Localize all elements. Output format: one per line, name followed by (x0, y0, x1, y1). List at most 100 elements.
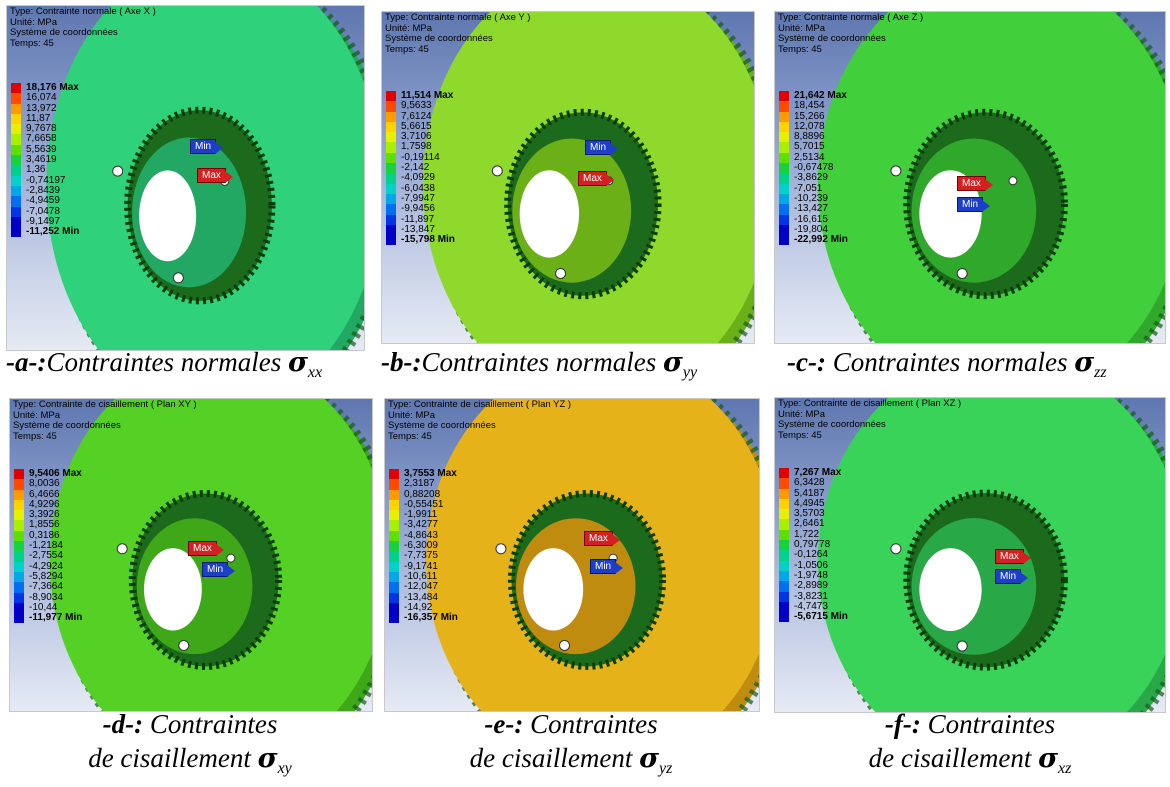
caption-text-2: de cisaillement (868, 743, 1039, 773)
legend-swatch (386, 163, 396, 174)
legend-row: -16,357 Min (389, 612, 458, 624)
legend-level: -4,8643 (404, 529, 438, 541)
legend-swatch (779, 509, 789, 520)
legend-row: -7,7375 (389, 551, 458, 562)
legend-row: -5,6715 Min (779, 611, 848, 623)
legend-level: -4,7473 (794, 600, 828, 612)
legend-min: -15,798 Min (401, 234, 455, 246)
legend-row: -13,847 (386, 224, 455, 236)
sigma-symbol: σ (1038, 743, 1059, 774)
legend-level: -2,7554 (29, 550, 63, 562)
legend-swatch (779, 581, 789, 592)
legend-swatch (386, 193, 396, 205)
min-marker: Min (590, 559, 624, 574)
legend-row: 18,454 (779, 100, 848, 112)
legend-level: 5,4187 (794, 487, 825, 499)
legend-row: 7,267 Max (779, 467, 848, 479)
legend-swatch (779, 488, 789, 499)
legend-swatch (389, 561, 399, 572)
legend-level: 2,6461 (794, 518, 825, 530)
legend-row: -0,1264 (779, 550, 848, 561)
legend-row: 1,8556 (14, 520, 82, 531)
legend-row: -7,3664 (14, 581, 82, 593)
legend-swatch (11, 165, 21, 176)
legend-swatch (779, 142, 789, 153)
info-time: Temps: 45 (778, 43, 822, 55)
legend-row: -3,4277 (389, 519, 458, 531)
legend-row: -9,1497 (11, 215, 79, 228)
legend-row: -5,8294 (14, 571, 82, 583)
legend-swatch (389, 499, 399, 511)
legend-level: -1,9911 (404, 509, 438, 521)
legend-swatch (386, 235, 396, 246)
legend-row: -3,8629 (779, 172, 848, 184)
legend-level: 1,722 (794, 528, 820, 540)
legend-level: -13,484 (404, 591, 438, 603)
legend-level: -4,0929 (401, 172, 435, 184)
legend-level: -3,8629 (794, 172, 828, 184)
legend-max: 18,176 Max (26, 82, 79, 93)
legend-swatch (779, 132, 789, 143)
legend-level: 5,5639 (26, 143, 57, 155)
legend-level: -10,611 (404, 570, 438, 582)
legend-row: 5,7015 (779, 142, 848, 153)
legend-swatch (779, 101, 789, 112)
legend-row: -0,55451 (389, 499, 458, 511)
legend-min: -11,252 Min (26, 226, 80, 238)
legend-level: 0,88208 (404, 488, 441, 500)
legend-row: 1,36 (11, 165, 79, 176)
legend-swatch (779, 152, 789, 164)
min-marker: Min (190, 139, 224, 154)
legend-row: -0,19114 (386, 152, 455, 164)
legend-swatch (14, 571, 24, 583)
info-coord: Système de coordonnées (778, 419, 886, 430)
legend-level: -4,2924 (29, 560, 63, 572)
legend-row: -1,9911 (389, 509, 458, 521)
legend-row: -1,2184 (14, 540, 82, 552)
legend-level: -9,1497 (26, 215, 60, 227)
legend-row: -4,2924 (14, 560, 82, 572)
brake-disc-image (426, 399, 759, 711)
legend-swatch (389, 602, 399, 614)
legend-swatch (779, 121, 789, 133)
legend-level: 3,4619 (26, 154, 57, 166)
legend-row: 1,7598 (386, 142, 455, 153)
info-type-label: Type: Contrainte de cisaillement ( Plan … (388, 399, 572, 410)
legend-row: 5,4187 (779, 487, 848, 499)
info-type-label: Type: Contrainte de cisaillement ( Plan … (778, 398, 962, 409)
legend-swatch (779, 214, 789, 225)
legend-swatch (779, 478, 789, 489)
legend-swatch (779, 183, 789, 194)
legend-row: -6,3009 (389, 540, 458, 552)
legend-row: 9,7678 (11, 123, 79, 135)
caption-line-1: -d-: Contraintes (9, 707, 371, 741)
info-type-label: Type: Contrainte de cisaillement ( Plan … (13, 399, 197, 410)
legend-row: -2,8439 (11, 185, 79, 197)
legend-row: 2,6461 (779, 518, 848, 530)
caption-text: Contraintes normales (421, 347, 663, 377)
info-unit: Unité: MPa (10, 16, 57, 28)
legend-level: -3,4277 (404, 519, 438, 531)
min-marker: Min (202, 562, 236, 577)
max-marker: Max (995, 549, 1031, 564)
legend-swatch (14, 592, 24, 603)
legend-row: 9,5406 Max (14, 468, 82, 480)
legend-level: -0,74197 (26, 174, 66, 186)
info-unit: Unité: MPa (388, 409, 435, 421)
legend-level: -6,3009 (404, 540, 438, 552)
legend-row: 4,9296 (14, 499, 82, 511)
legend-row: -13,427 (779, 203, 848, 215)
figure-caption: -c-: Contraintes normales σzz (787, 347, 1170, 382)
legend-swatch (11, 196, 21, 207)
info-coord: Système de coordonnées (10, 27, 118, 38)
legend-row: -8,9034 (14, 592, 82, 603)
caption-text: Contraintes (523, 709, 658, 739)
legend-swatch (11, 83, 21, 94)
sigma-subscript: xy (277, 760, 292, 777)
legend-row: 0,3186 (14, 530, 82, 542)
legend-swatch (14, 551, 24, 562)
